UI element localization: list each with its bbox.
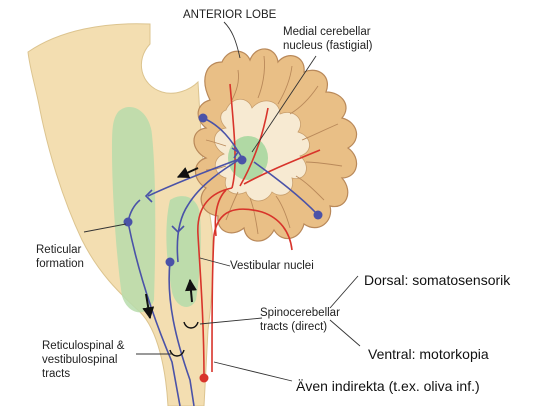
red-origin-dot (199, 373, 209, 383)
medial-nucleus-label-1: Medial cerebellar (283, 26, 371, 38)
label-leaders (83, 21, 361, 382)
spinocerebellar-label-1: Spinocerebellar (260, 307, 340, 319)
medial-nucleus-label-2: nucleus (fastigial) (283, 40, 373, 52)
dorsal-note: Dorsal: somatosensorik (364, 272, 511, 288)
spinocerebellar-label-2: tracts (direct) (260, 321, 328, 333)
spinocerebellar-bracket (183, 321, 199, 329)
reticulospinal-label-2: vestibulospinal (42, 354, 118, 366)
reticular-formation-region (112, 106, 156, 313)
folia-lines (205, 55, 343, 235)
reticular-label-2: formation (36, 258, 84, 270)
reticular-label-1: Reticular (36, 244, 82, 256)
anterior-lobe-label: ANTERIOR LOBE (183, 9, 277, 21)
direction-arrows (142, 167, 199, 320)
reticulospinal-bracket (169, 349, 185, 357)
reticulospinal-label-3: tracts (42, 368, 71, 380)
ventral-note: Ventral: motorkopia (368, 346, 489, 362)
synapse-forks (144, 147, 240, 234)
reticulospinal-label-1: Reticulospinal & (42, 340, 125, 352)
pathway-dots (123, 113, 323, 267)
spinocerebellar-red-paths (197, 83, 321, 379)
indirect-note: Även indirekta (t.ex. oliva inf.) (296, 378, 480, 394)
vestibular-nuclei-label: Vestibular nuclei (230, 260, 314, 272)
